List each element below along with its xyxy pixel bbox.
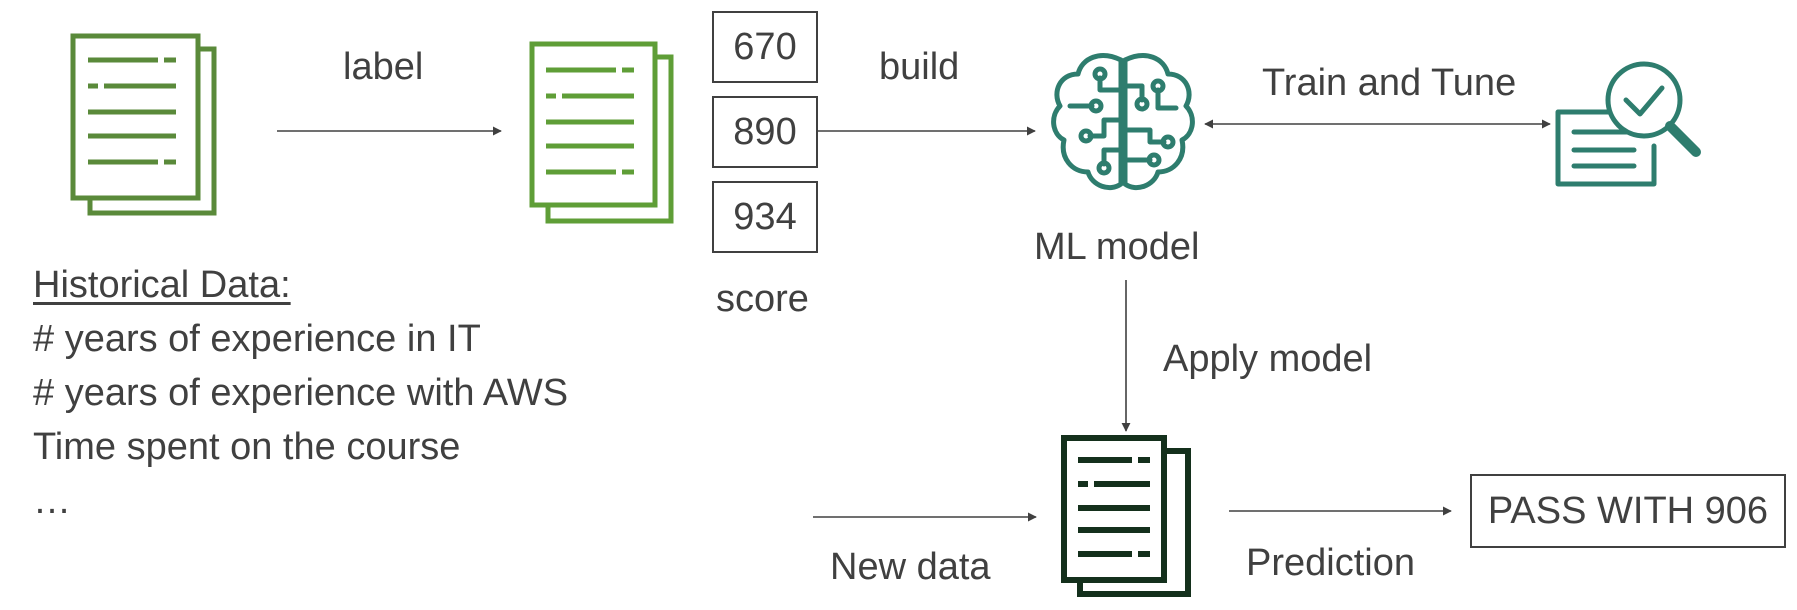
apply-model-text: Apply model [1163,338,1373,380]
evaluate-magnifier-icon [1555,61,1701,187]
list-item: … [33,480,71,522]
score-box: 890 [712,96,818,168]
score-box: 934 [712,181,818,253]
new-document-icon [1061,435,1191,597]
brain-icon [1051,53,1195,190]
document-icon [70,33,217,216]
historical-data-title: Historical Data: [33,264,291,306]
labeled-document-icon [529,41,674,224]
score-text: score [716,278,809,320]
build-text: build [879,46,960,88]
list-item: # years of experience with AWS [33,372,569,414]
prediction-text: Prediction [1246,542,1415,584]
label-text: label [343,46,424,88]
train-and-tune-text: Train and Tune [1262,62,1517,104]
new-data-text: New data [830,546,991,588]
ml-model-text: ML model [1034,226,1200,268]
prediction-result-box: PASS WITH 906 [1470,474,1786,548]
historical-data-list: Historical Data: # years of experience i… [33,258,568,528]
list-item: # years of experience in IT [33,318,481,360]
score-box: 670 [712,11,818,83]
list-item: Time spent on the course [33,426,461,468]
